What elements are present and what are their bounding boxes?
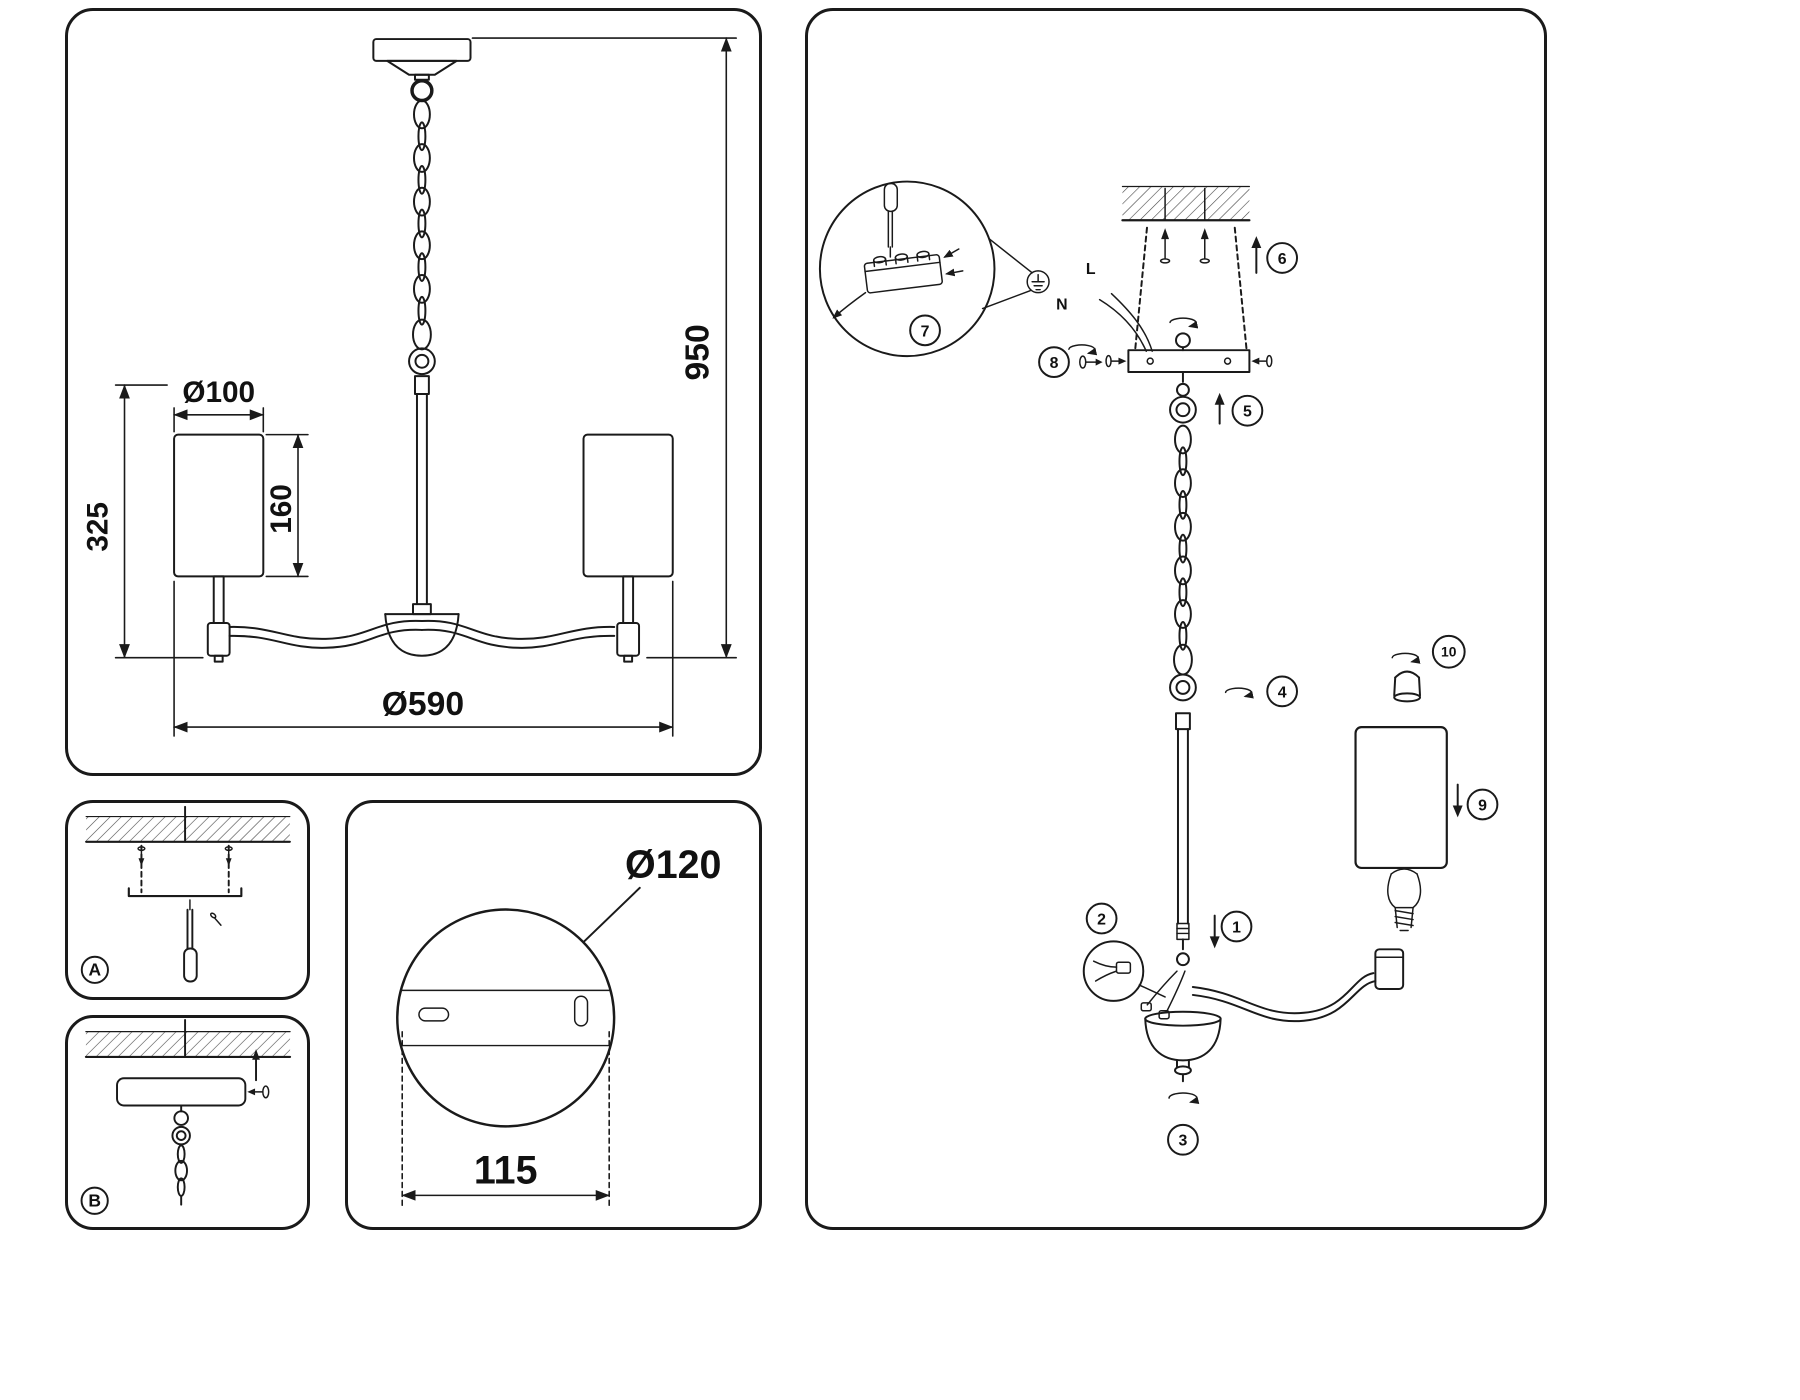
step1-arrow: [1209, 914, 1220, 949]
chandelier-fixture: [173, 38, 674, 663]
hanging-ring: [1169, 371, 1197, 424]
right-arm: [1191, 948, 1405, 1023]
mounting-plate-detail-drawing: Ø120 115: [396, 843, 721, 1207]
side-screw-icon: [247, 1085, 270, 1099]
svg-text:7: 7: [921, 323, 930, 340]
screw-icon: [209, 912, 222, 926]
terminal-block: [863, 250, 943, 294]
panel-mount-step-b: B: [65, 1015, 310, 1230]
lift-arrow: [252, 1049, 260, 1082]
svg-text:6: 6: [1278, 251, 1287, 268]
svg-text:8: 8: [1050, 355, 1059, 372]
suspension-chain: [1169, 424, 1197, 702]
ceiling-canopy: [372, 38, 472, 103]
plate-dimension-lines: [401, 886, 641, 1207]
step8-screw-icon: [1068, 344, 1103, 369]
step-a-badge: A: [80, 955, 109, 984]
left-shade: [173, 433, 265, 663]
dim-shade-diameter: Ø100: [182, 376, 255, 409]
step-badge-7: 7: [909, 314, 941, 347]
suspension-chain: [408, 99, 436, 376]
bottom-bowl: [1144, 1010, 1222, 1083]
screwdriver-icon: [883, 182, 899, 258]
svg-text:5: 5: [1243, 404, 1252, 421]
dim-shade-height: 160: [265, 484, 298, 534]
svg-text:1: 1: [1232, 919, 1241, 936]
supply-wires: [1098, 292, 1153, 352]
shade-cylinder: [1354, 726, 1448, 870]
hook-and-chain: [171, 1104, 191, 1206]
step-badge-1: 1: [1220, 910, 1253, 943]
ceiling-section: [84, 1018, 292, 1058]
step-badge-3: 3: [1167, 1123, 1199, 1156]
svg-text:9: 9: [1478, 797, 1487, 814]
mounting-plate: [396, 908, 616, 1128]
shade-assembly: [1354, 670, 1448, 932]
step-badge-2: 2: [1085, 902, 1118, 935]
step-badge-8: 8: [1038, 346, 1070, 378]
dimension-lines: [114, 37, 737, 737]
rotate-icon-step3: [1168, 1092, 1200, 1104]
ground-symbol-icon: [1026, 270, 1050, 294]
step-b-badge: B: [80, 1186, 109, 1215]
panel-mount-step-a: A: [65, 800, 310, 1000]
assembly-exploded-drawing: L N: [818, 180, 1499, 1156]
step-badge-6: 6: [1266, 242, 1299, 274]
wire-live-label: L: [1086, 261, 1096, 278]
canopy-plate: [116, 1077, 247, 1107]
panel-plate-detail: Ø120 115: [345, 800, 762, 1230]
anchor-screws: [1159, 228, 1210, 264]
mount-step-a-drawing: A: [80, 805, 291, 984]
bracket-side-bolts: [1105, 354, 1273, 368]
ceiling-section: [1121, 185, 1251, 222]
alignment-guides: [1134, 224, 1248, 350]
terminal-detail-bubble: [818, 180, 1033, 358]
wire-neutral-label: N: [1056, 297, 1067, 314]
svg-text:10: 10: [1441, 644, 1457, 660]
dim-plate-diameter: Ø120: [625, 843, 721, 887]
rotate-icon-step10: [1391, 652, 1421, 664]
panel-assembly-steps: L N: [805, 8, 1547, 1230]
svg-text:4: 4: [1278, 684, 1287, 701]
central-rod: [384, 375, 460, 657]
panel-dimension-drawing: Ø100 325 160 950 Ø590: [65, 8, 762, 776]
step9-arrow: [1452, 783, 1463, 818]
ceiling-section: [85, 805, 291, 843]
drill-guides: [127, 844, 243, 898]
mounting-bracket: [1127, 317, 1251, 374]
svg-text:B: B: [88, 1191, 101, 1211]
screwdriver-icon: [183, 899, 198, 983]
mount-step-b-drawing: B: [80, 1018, 292, 1215]
dim-overall-height: 950: [678, 324, 716, 380]
bulb-icon: [1387, 868, 1422, 932]
anchor-screw-icons: [137, 846, 233, 867]
pendant-rod: [1175, 712, 1191, 951]
right-shade: [582, 433, 674, 663]
svg-text:3: 3: [1179, 1133, 1188, 1150]
lamp-arms: [228, 619, 616, 649]
step-badge-4: 4: [1266, 675, 1299, 708]
step-badge-5: 5: [1231, 394, 1264, 427]
dim-slot-spacing: 115: [474, 1149, 538, 1193]
step5-arrow: [1214, 392, 1225, 425]
step-badge-10: 10: [1431, 634, 1466, 669]
connector-detail-bubble: [1082, 940, 1166, 1002]
rotate-icon: [1169, 317, 1199, 329]
rotate-icon: [1068, 344, 1098, 356]
wire-insert-arrows: [832, 248, 964, 319]
svg-text:A: A: [89, 960, 102, 980]
rotate-icon-step4: [1224, 687, 1254, 699]
plate-slot-horizontal: [418, 1007, 450, 1022]
step-badge-9: 9: [1466, 788, 1499, 821]
svg-text:2: 2: [1097, 912, 1106, 929]
bottom-hub: [1140, 952, 1190, 1020]
step6-arrow: [1251, 236, 1262, 274]
dim-fixture-drop: 325: [82, 502, 115, 552]
chandelier-dimension-drawing: Ø100 325 160 950 Ø590: [82, 37, 737, 737]
dim-overall-diameter: Ø590: [382, 685, 464, 723]
plate-slot-vertical: [573, 995, 589, 1027]
